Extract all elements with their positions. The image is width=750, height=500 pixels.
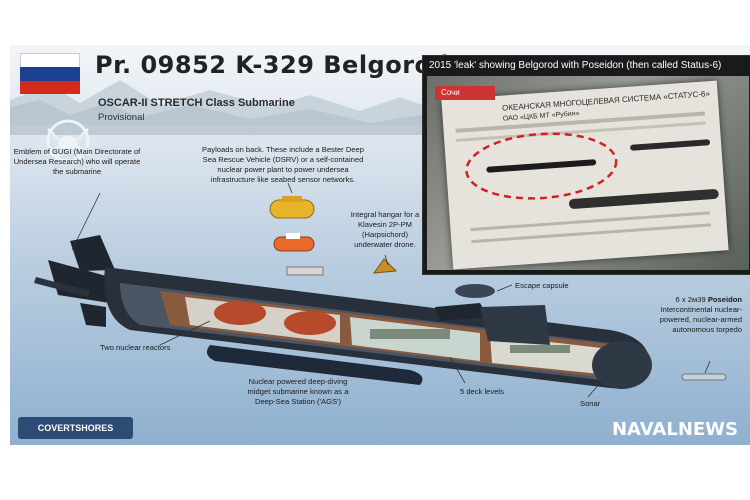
payloads-note: Payloads on back. These include a Bester… [202, 145, 364, 184]
submarine-cutaway [34, 182, 727, 398]
poseidon-name: Poseidon [707, 295, 742, 304]
poseidon-count: 6 x 2м39 [675, 295, 706, 304]
sled-payload-icon [286, 266, 324, 276]
leak-photo: ОКЕАНСКАЯ МНОГОЦЕЛЕВАЯ СИСТЕМА «СТАТУС-6… [427, 76, 749, 270]
background-mountains [10, 80, 422, 135]
midget-sub-note: Nuclear powered deep-diving midget subma… [247, 377, 349, 406]
drone-payload-icon [273, 233, 315, 252]
covertshores-logo: COVERTSHORES [18, 417, 133, 439]
hangar-drone-icon [372, 258, 398, 274]
sonar-note: Sonar [580, 399, 601, 408]
leaked-document: ОКЕАНСКАЯ МНОГОЦЕЛЕВАЯ СИСТЕМА «СТАТУС-6… [441, 80, 729, 270]
class-subtitle: OSCAR-II STRETCH Class Submarine [98, 97, 295, 109]
status-text: Provisional [98, 112, 145, 123]
navalnews-logo: NAVALNEWS [611, 419, 738, 440]
infographic-poster: Pr. 09852 K-329 Belgorod OSCAR-II STRETC… [10, 45, 750, 445]
escape-capsule-note: Escape capsule [515, 281, 569, 290]
flag-red-stripe [20, 80, 80, 94]
document-diagram [455, 111, 719, 244]
emblem-note: Emblem of GUGI (Main Directorate of Unde… [13, 147, 141, 176]
deck-levels-note: 5 deck levels [460, 387, 504, 396]
reactors-note: Two nuclear reactors [100, 343, 171, 352]
page-title: Pr. 09852 K-329 Belgorod [95, 51, 450, 79]
flag-blue-stripe [20, 67, 80, 81]
tv-channel-badge: Сочи [435, 86, 495, 100]
poseidon-note: 6 x 2м39 Poseidon Intercontinental nucle… [632, 295, 742, 334]
leak-photo-panel: 2015 'leak' showing Belgorod with Poseid… [422, 55, 750, 275]
flag-white-stripe [20, 53, 80, 68]
gugi-emblem-icon [45, 119, 91, 164]
poseidon-description: Intercontinental nuclear-powered, nuclea… [659, 304, 742, 334]
russian-flag [20, 53, 80, 94]
leak-photo-caption: 2015 'leak' showing Belgorod with Poseid… [429, 60, 722, 71]
dsrv-payload-icon [269, 196, 315, 219]
hangar-note: Integral hangar for a Klavesin 2P-PM (Ha… [350, 210, 420, 249]
